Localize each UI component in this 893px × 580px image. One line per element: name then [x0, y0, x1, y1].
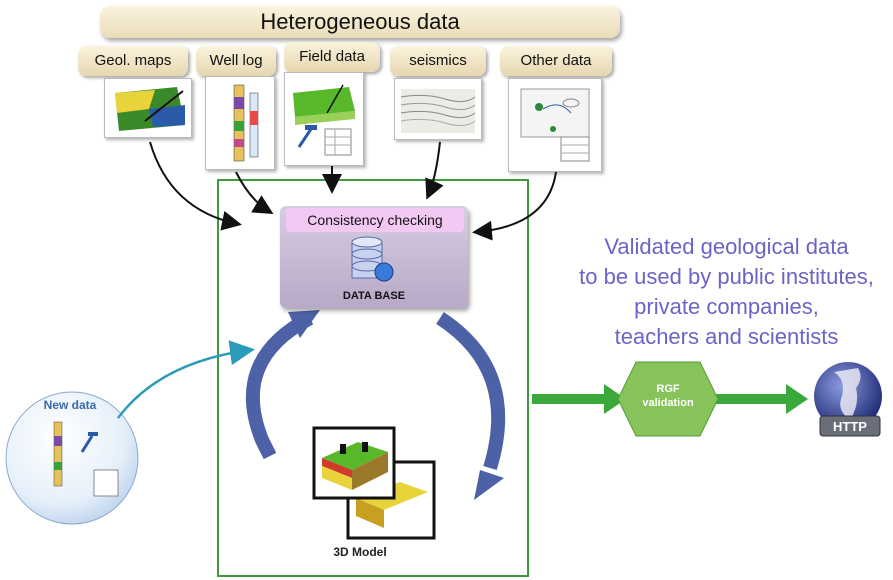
validated-line-1: Validated geological data [604, 234, 849, 259]
source-tab-other-data: Other data [500, 46, 612, 76]
arrow-other-data [472, 171, 557, 241]
hammer-icon [297, 125, 317, 148]
globe-icon [814, 362, 882, 437]
cycle-arrow-up [245, 311, 314, 460]
diagram-title: Heterogeneous data [100, 6, 620, 38]
source-tab-well-log: Well log [196, 46, 276, 76]
validated-data-text: Validated geological data to be used by … [560, 232, 893, 352]
arrow-geol-maps [149, 141, 242, 231]
3d-model-label: 3D Model [333, 545, 387, 559]
geol-map-thumbnail [104, 78, 192, 138]
new-data-icons [53, 421, 119, 497]
rgf-validation-hexagon [617, 361, 719, 437]
validated-line-4: teachers and scientists [614, 324, 839, 349]
seismic-profile-icon [400, 89, 476, 133]
rgf-line-1: RGF [656, 383, 680, 395]
validated-line-3: private companies, [634, 294, 819, 319]
other-data-icon [520, 88, 590, 162]
hammer-icon [80, 435, 94, 453]
cycle-arrow-up-head [288, 310, 320, 338]
rgf-validation-label: RGF validation [620, 382, 716, 410]
source-tab-geol-maps: Geol. maps [78, 46, 188, 76]
validated-line-2: to be used by public institutes, [579, 264, 874, 289]
cycle-arrow-down-head [474, 470, 504, 500]
arrow-seismics [425, 141, 444, 200]
consistency-checking-label: Consistency checking [286, 208, 464, 232]
arrow-new-data [117, 340, 255, 419]
processing-frame [217, 179, 529, 577]
cycle-arrow-down [436, 312, 506, 471]
arrow-to-http [716, 394, 788, 404]
database-label: DATA BASE [342, 290, 406, 302]
field-data-thumbnail [284, 72, 364, 166]
rgf-line-2: validation [642, 397, 694, 409]
new-data-label: New data [43, 398, 97, 412]
http-label: HTTP [833, 419, 867, 434]
seismics-thumbnail [394, 78, 482, 140]
other-data-thumbnail [508, 78, 602, 172]
arrow-well-log [235, 171, 274, 215]
arrow-to-rgf [532, 394, 606, 404]
well-log-thumbnail [205, 76, 275, 170]
database-icon [351, 236, 394, 282]
3d-model-icon [312, 426, 436, 540]
geol-map-icon [115, 87, 185, 131]
source-tab-field-data: Field data [284, 42, 380, 72]
field-data-icon [293, 84, 355, 156]
well-log-icon [233, 84, 259, 162]
source-tab-seismics: seismics [390, 46, 486, 76]
